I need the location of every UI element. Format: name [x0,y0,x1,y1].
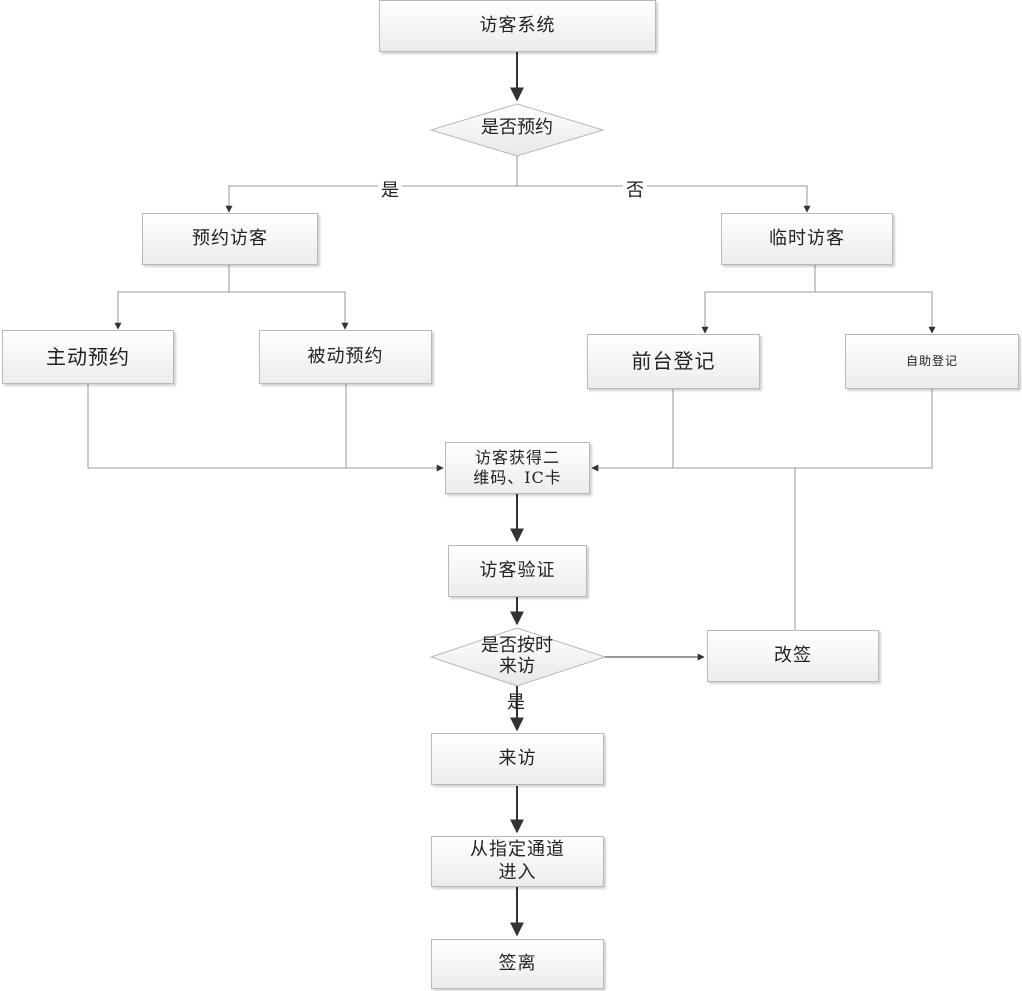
node-passive-reserve: 被动预约 [259,330,432,384]
decision-time-label: 是否按时 来访 [446,635,588,677]
decision-time-line1: 是否按时 [481,635,553,656]
edge-label-yes: 是 [378,176,402,202]
node-enter-channel: 从指定通道 进入 [431,836,604,887]
node-front-desk: 前台登记 [587,334,760,389]
node-visitor-system-label: 访客系统 [479,14,556,36]
node-temp-visitor-label: 临时访客 [769,227,845,249]
node-self-register: 自助登记 [845,334,1019,389]
node-temp-visitor: 临时访客 [721,213,893,265]
node-enter-line1: 从指定通道 [470,839,565,860]
edge-label-yes-bottom: 是 [507,692,525,713]
decision-time-line2: 来访 [499,655,535,677]
node-get-qr-ic: 访客获得二 维码、IC卡 [445,442,590,494]
node-checkout-label: 签离 [498,952,537,974]
node-reserved-visitor: 预约访客 [142,213,318,265]
decision-reserve-text: 是否预约 [481,117,553,138]
node-passive-reserve-label: 被动预约 [307,345,384,367]
node-get-qr-line1: 访客获得二 [474,448,560,467]
node-visit-label: 来访 [498,747,537,769]
node-enter-line2: 进入 [498,861,537,883]
node-visitor-verify-label: 访客验证 [479,559,556,581]
node-reschedule-label: 改签 [774,644,812,666]
node-front-desk-label: 前台登记 [631,349,716,373]
node-active-reserve: 主动预约 [2,330,174,384]
node-active-reserve-label: 主动预约 [46,344,130,369]
node-get-qr-line2: 维码、IC卡 [473,468,562,487]
edge-label-no: 否 [623,176,647,202]
node-reschedule: 改签 [707,630,879,682]
node-self-register-label: 自助登记 [905,354,958,368]
node-reserved-visitor-label: 预约访客 [192,227,268,249]
node-visit: 来访 [431,733,604,785]
decision-reserve-label: 是否预约 [440,117,594,139]
node-visitor-system: 访客系统 [379,0,656,52]
node-checkout: 签离 [431,939,604,989]
node-visitor-verify: 访客验证 [448,545,587,597]
